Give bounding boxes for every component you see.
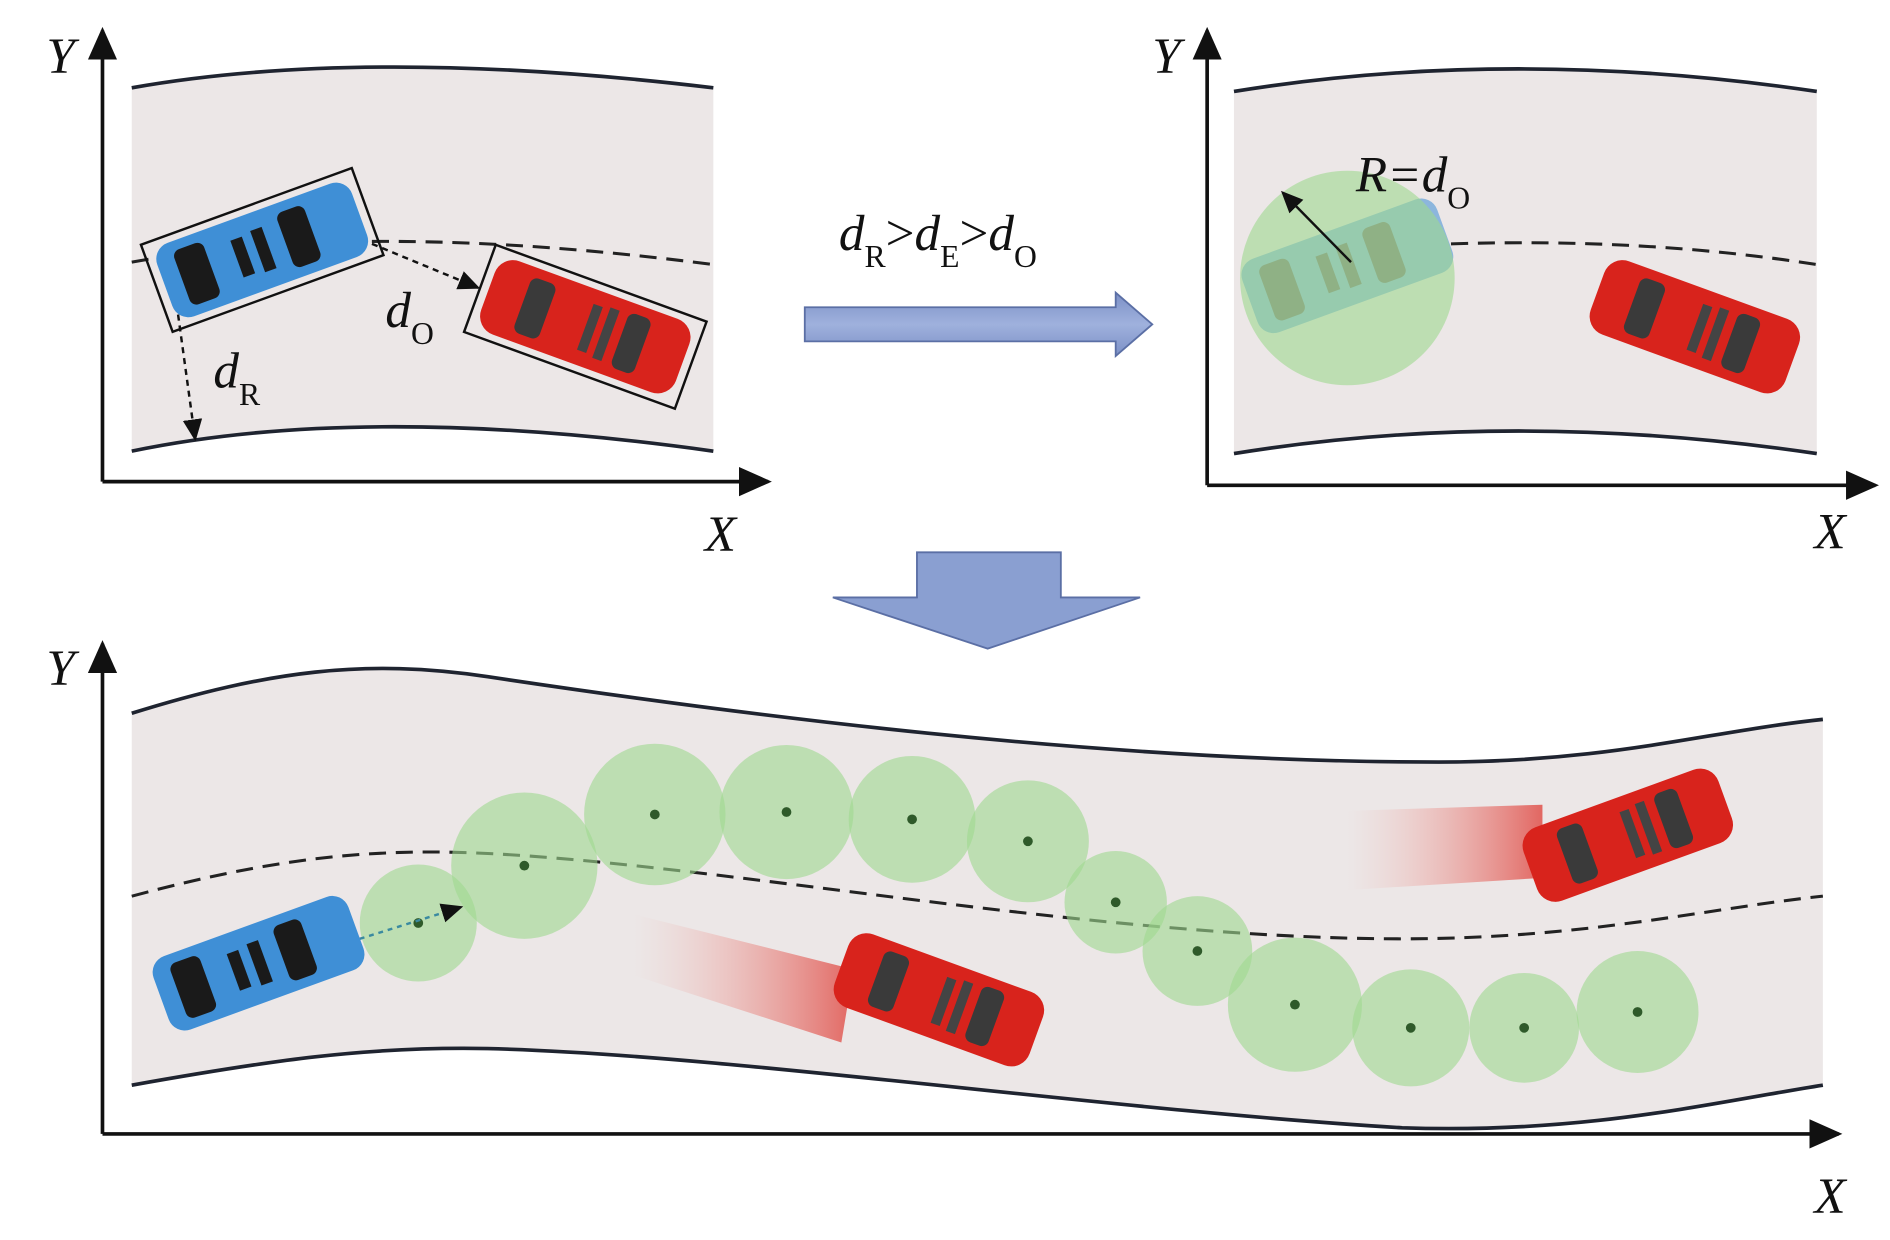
center-dot [1632, 1007, 1643, 1017]
ego-car [139, 166, 386, 334]
condition-label: dR>dE>dO [839, 205, 1037, 274]
d-r-arrow [176, 314, 203, 442]
road-edge-top [1233, 67, 1818, 94]
center-dot [907, 814, 917, 825]
panel-bottom: Y X [46, 640, 1847, 1225]
obstacle-trail [1347, 804, 1543, 891]
center-dot [1405, 1022, 1416, 1033]
center-dot [781, 807, 792, 817]
d-o-label: dO [385, 282, 433, 351]
center-dot [649, 809, 660, 820]
obstacle-trail [634, 914, 854, 1043]
circle-centers [413, 807, 1643, 1033]
center-dot [519, 860, 530, 871]
center-dot [1023, 836, 1033, 847]
heading-arrow [359, 903, 464, 941]
radius-label: R=dO [1355, 146, 1470, 215]
x-axis-label: X [1812, 1168, 1847, 1225]
center-dot [1519, 1022, 1530, 1033]
transition-arrow-right: dR>dE>dO [803, 205, 1154, 359]
d-o-arrow [371, 242, 481, 290]
panel-top-right: Y X R=dO [1152, 26, 1879, 561]
y-axis-label: Y [46, 28, 80, 85]
lane-centerline [1450, 241, 1818, 267]
d-r-label: dR [213, 343, 261, 412]
radius-arrow [1281, 190, 1352, 263]
y-axis-label: Y [1152, 28, 1186, 85]
road-edge-bottom [1233, 429, 1818, 456]
right-arrow-icon [803, 290, 1154, 359]
lane-centerline [131, 850, 1824, 941]
x-axis-label: X [703, 506, 738, 563]
center-dot [1192, 946, 1203, 956]
road-edge-bottom [131, 1046, 1824, 1131]
panel-top-left: Y X dO dR [46, 26, 772, 563]
center-dot [1290, 999, 1300, 1010]
road-edge-top [131, 65, 714, 90]
center-dot [1110, 897, 1121, 908]
x-axis-label: X [1812, 504, 1847, 561]
y-axis-label: Y [46, 640, 80, 697]
safety-circle [1240, 170, 1455, 386]
down-arrow-icon [832, 551, 1141, 650]
road-edge-top [131, 666, 1824, 764]
